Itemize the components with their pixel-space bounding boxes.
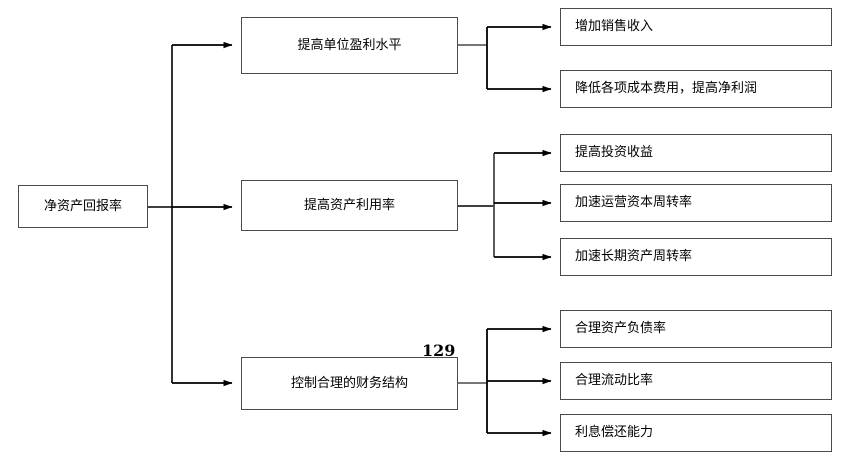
node-leaf-1-2-label: 降低各项成本费用，提高净利润: [575, 81, 758, 97]
page-number: 129: [422, 341, 456, 360]
node-leaf-3-3-label: 利息偿还能力: [575, 425, 654, 441]
node-branch-1-label: 提高单位盈利水平: [297, 37, 402, 53]
node-branch-2-label: 提高资产利用率: [303, 197, 395, 213]
node-leaf-2-1[interactable]: 提高投资收益: [560, 134, 832, 172]
node-leaf-3-1-label: 合理资产负债率: [575, 321, 667, 337]
node-leaf-1-2[interactable]: 降低各项成本费用，提高净利润: [560, 70, 832, 108]
node-leaf-3-1[interactable]: 合理资产负债率: [560, 310, 832, 348]
node-leaf-1-1[interactable]: 增加销售收入: [560, 8, 832, 46]
node-branch-1[interactable]: 提高单位盈利水平: [241, 17, 458, 74]
node-leaf-2-3-label: 加速长期资产周转率: [575, 249, 693, 265]
edge-branch-3-group: [458, 325, 552, 437]
node-leaf-2-3[interactable]: 加速长期资产周转率: [560, 238, 832, 276]
node-leaf-3-3[interactable]: 利息偿还能力: [560, 414, 832, 452]
node-leaf-3-2[interactable]: 合理流动比率: [560, 362, 832, 400]
node-leaf-2-1-label: 提高投资收益: [575, 145, 654, 161]
node-branch-2[interactable]: 提高资产利用率: [241, 180, 458, 231]
node-branch-3[interactable]: 控制合理的财务结构: [241, 357, 458, 410]
node-root[interactable]: 净资产回报率: [18, 185, 148, 228]
edge-branch-1-group: [458, 23, 552, 93]
edge-branch-2-group: [458, 149, 552, 261]
node-branch-3-label: 控制合理的财务结构: [290, 375, 408, 391]
node-leaf-1-1-label: 增加销售收入: [575, 19, 654, 35]
node-leaf-2-2-label: 加速运营资本周转率: [575, 195, 693, 211]
node-leaf-3-2-label: 合理流动比率: [575, 373, 654, 389]
node-leaf-2-2[interactable]: 加速运营资本周转率: [560, 184, 832, 222]
node-root-label: 净资产回报率: [43, 198, 122, 214]
